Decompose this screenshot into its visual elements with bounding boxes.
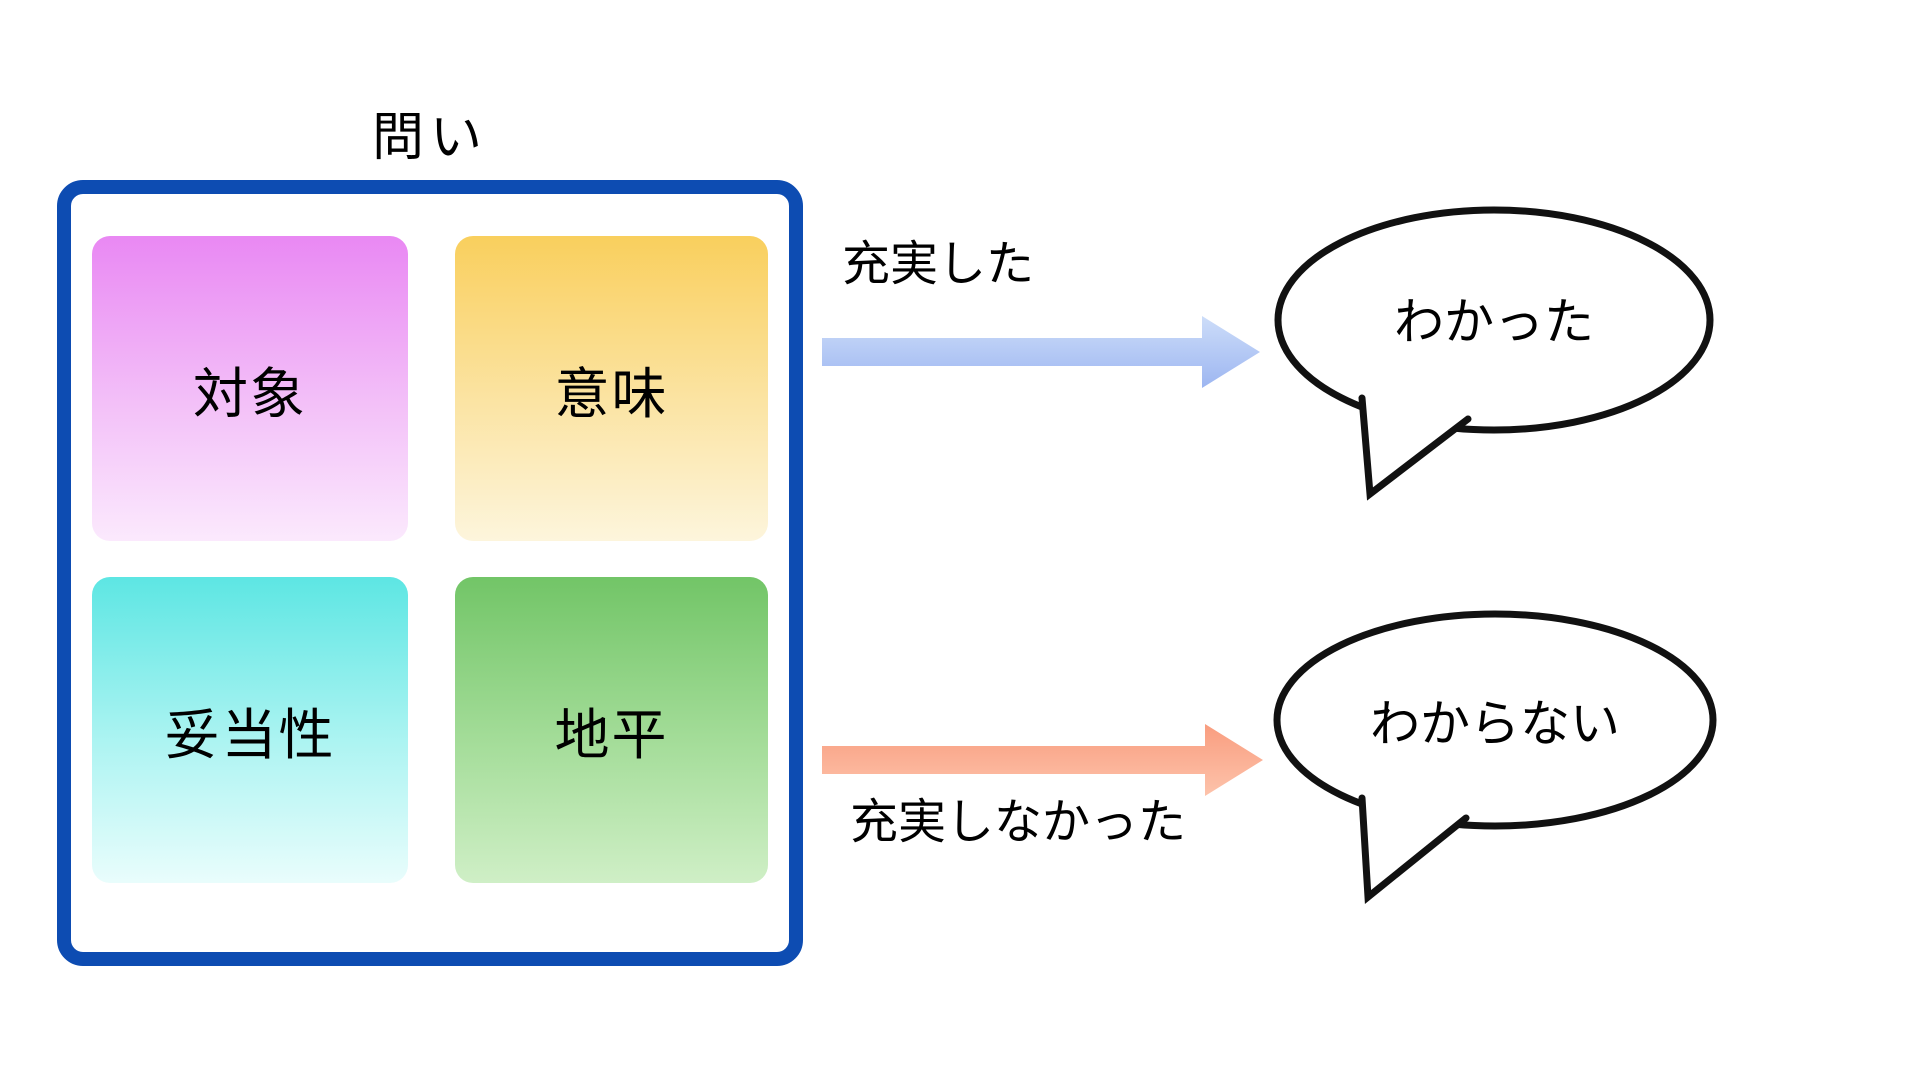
quadrant-object: 対象: [92, 236, 408, 541]
quadrant-meaning: 意味: [455, 236, 768, 541]
speech-bubble-understood-text: わかった: [1394, 294, 1594, 350]
quadrant-horizon: 地平: [455, 577, 768, 883]
speech-bubble-not-understood: [1273, 610, 1717, 904]
speech-bubble-not-understood-text: わからない: [1370, 696, 1620, 752]
right-arrow-unfulfilled-icon: [822, 724, 1263, 796]
quadrant-object-label: 対象: [192, 362, 307, 425]
quadrant-horizon-label: 地平: [554, 704, 669, 766]
speech-bubble-understood: [1274, 206, 1714, 501]
arrow-label-unfulfilled: 充実しなかった: [850, 796, 1187, 849]
quadrant-validity: 妥当性: [92, 577, 408, 883]
arrow-label-fulfilled: 充実した: [842, 238, 1035, 291]
quadrant-meaning-label: 意味: [554, 362, 669, 425]
right-arrow-fulfilled-icon: [822, 316, 1260, 388]
quadrant-validity-label: 妥当性: [164, 704, 336, 766]
diagram-title: 問い: [371, 109, 488, 167]
